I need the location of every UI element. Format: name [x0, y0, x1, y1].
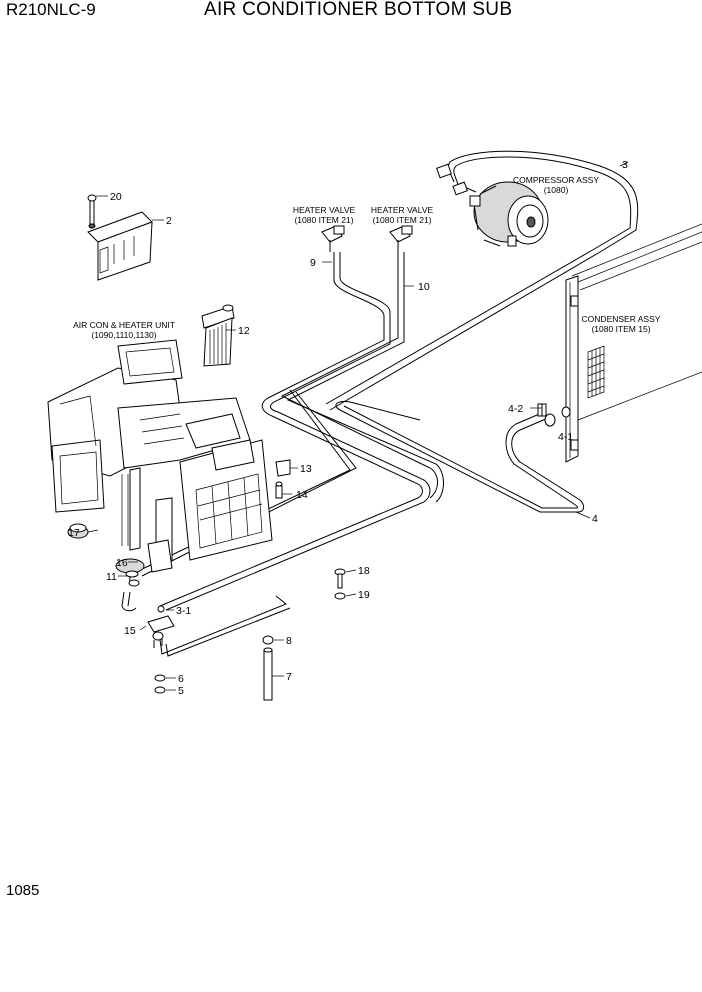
part-16-clamp — [115, 558, 145, 587]
callout-19: 19 — [358, 589, 370, 601]
hose-3 — [325, 150, 639, 411]
aircon-unit-label-1: AIR CON & HEATER UNIT — [73, 320, 175, 330]
condenser-label-2: (1080 ITEM 15) — [591, 324, 650, 334]
compressor-label-2: (1080) — [544, 185, 569, 195]
callout-14: 14 — [296, 489, 308, 501]
callout-7: 7 — [286, 671, 292, 683]
page-number: 1085 — [6, 882, 40, 899]
callout-4: 4 — [592, 513, 598, 525]
part-13-bracket — [275, 459, 291, 477]
callout-4-1: 4-1 — [558, 431, 573, 443]
heater-valve-left-label-1: HEATER VALVE — [293, 205, 356, 215]
callout-13: 13 — [300, 463, 312, 475]
callout-2: 2 — [166, 215, 172, 227]
heater-core-12 — [201, 304, 235, 367]
compressor-assy — [458, 181, 549, 247]
compressor-label-1: COMPRESSOR ASSY — [513, 175, 599, 185]
callout-6: 6 — [178, 673, 184, 685]
heater-valve-left-label-2: (1080 ITEM 21) — [294, 215, 353, 225]
callout-17: 17 — [68, 527, 80, 539]
lower-tubes — [121, 591, 291, 657]
callout-3-1: 3-1 — [176, 605, 191, 617]
callout-10: 10 — [418, 281, 430, 293]
part-18-bolt — [334, 568, 346, 589]
callout-20: 20 — [110, 191, 122, 203]
page-title: AIR CONDITIONER BOTTOM SUB — [204, 0, 513, 20]
heater-valve-right-label-1: HEATER VALVE — [371, 205, 434, 215]
heater-valve-right-label-2: (1080 ITEM 21) — [372, 215, 431, 225]
callout-12: 12 — [238, 325, 250, 337]
part-15-bracket — [147, 605, 175, 648]
callout-18: 18 — [358, 565, 370, 577]
leader-lines — [87, 161, 629, 691]
part-7-hose — [263, 647, 273, 701]
callout-numbers: 20 2 3 9 10 12 4-2 4-1 13 14 4 17 16 11 … — [68, 159, 628, 697]
condenser-label-1: CONDENSER ASSY — [582, 314, 661, 324]
callout-16: 16 — [116, 557, 128, 569]
callout-8: 8 — [286, 635, 292, 647]
condenser-assy — [565, 223, 702, 463]
callout-4-2: 4-2 — [508, 403, 523, 415]
part-8-clip — [262, 635, 274, 645]
aircon-unit-label-2: (1090,1110,1130) — [91, 330, 156, 340]
part-19-washer — [334, 592, 346, 600]
tube-4 — [335, 401, 585, 513]
callout-5: 5 — [178, 685, 184, 697]
part-5-6-washers — [154, 674, 166, 694]
part-14-sensor — [275, 481, 283, 499]
callout-15: 15 — [124, 625, 136, 637]
callout-11: 11 — [106, 571, 117, 583]
assembly-labels: COMPRESSOR ASSY (1080) CONDENSER ASSY (1… — [73, 175, 661, 340]
callout-3: 3 — [622, 159, 628, 171]
aircon-heater-unit — [47, 339, 273, 573]
part-17-grommet — [67, 523, 89, 539]
control-unit-2 — [87, 194, 153, 281]
callout-9: 9 — [310, 257, 316, 269]
model-code: R210NLC-9 — [6, 0, 96, 19]
